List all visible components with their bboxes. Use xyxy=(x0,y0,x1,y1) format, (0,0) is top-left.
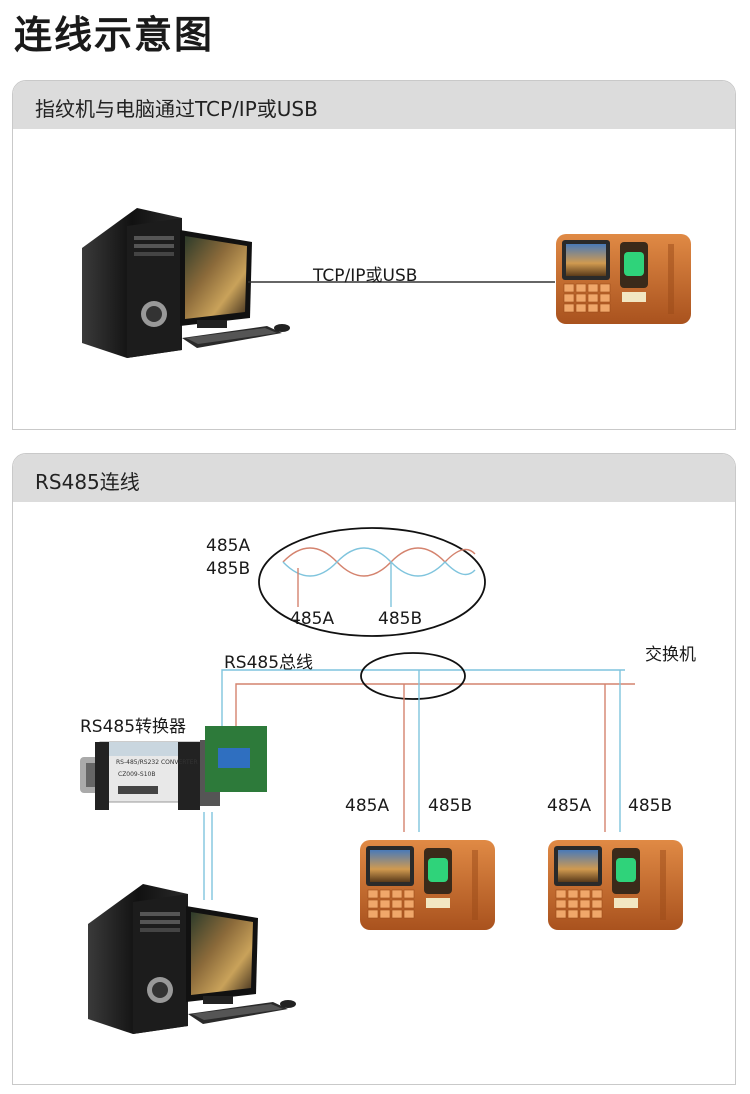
bus-wire-a xyxy=(235,683,635,735)
bus-label: RS485总线 xyxy=(224,653,314,673)
wire-b-twist xyxy=(282,547,476,577)
device2-485b-label: 485B xyxy=(628,796,673,816)
fingerprint-device-1-icon xyxy=(359,839,496,931)
device1-485b-label: 485B xyxy=(428,796,473,816)
page-title: 连线示意图 xyxy=(14,13,215,57)
fingerprint-device-icon xyxy=(555,233,692,325)
legend-485b: 485B xyxy=(206,559,251,579)
fingerprint-device-2-icon xyxy=(547,839,684,931)
twisted-pair-callout xyxy=(258,527,486,637)
computer-icon-rs485 xyxy=(88,884,296,1034)
device1-485a-label: 485A xyxy=(345,796,390,816)
twist-label-485b: 485B xyxy=(378,609,423,629)
rs485-panel-header: RS485连线 xyxy=(13,454,735,502)
computer-icon xyxy=(82,208,290,358)
rs485-panel-title: RS485连线 xyxy=(35,470,140,494)
converter-label: RS485转换器 xyxy=(80,717,187,737)
tcp-link-label: TCP/IP或USB xyxy=(313,266,418,286)
switch-label: 交换机 xyxy=(645,645,696,665)
bus-wire-b xyxy=(221,669,625,735)
bus-tap-callout xyxy=(360,652,466,700)
tcp-usb-panel-title: 指纹机与电脑通过TCP/IP或USB xyxy=(35,97,318,121)
converter-model: CZ009-S10B xyxy=(118,771,155,778)
rs485-converter-icon: RS-485/RS232 CONVERTER CZ009-S10B xyxy=(80,726,267,810)
converter-text: RS-485/RS232 CONVERTER xyxy=(116,759,198,766)
twist-label-485a: 485A xyxy=(290,609,335,629)
legend-485a: 485A xyxy=(206,536,251,556)
tcp-usb-panel-header: 指纹机与电脑通过TCP/IP或USB xyxy=(13,81,735,129)
device2-485a-label: 485A xyxy=(547,796,592,816)
